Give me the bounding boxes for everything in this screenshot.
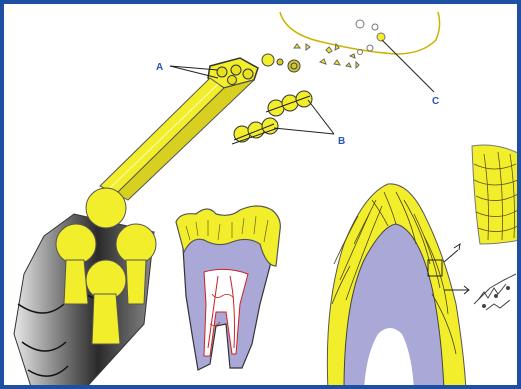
- label-c: C: [382, 40, 439, 107]
- enamel-rod-prism: [100, 78, 254, 200]
- crystallite-sketch: [474, 274, 516, 310]
- label-a-text: A: [156, 62, 163, 73]
- crystal-spheres: [262, 54, 300, 72]
- ameloblast-cell: [280, 12, 440, 68]
- enamel-rod-block: [14, 188, 156, 389]
- molar-tooth: [176, 206, 280, 370]
- label-b-text: B: [338, 136, 345, 147]
- cell-vesicles: [356, 20, 385, 55]
- enamel-cap-section: [327, 184, 469, 389]
- sphere-chains: [232, 91, 312, 144]
- enamel-detail-magnified: [472, 145, 520, 244]
- label-c-text: C: [432, 96, 439, 107]
- tooth-enamel-diagram: A B C: [4, 4, 521, 389]
